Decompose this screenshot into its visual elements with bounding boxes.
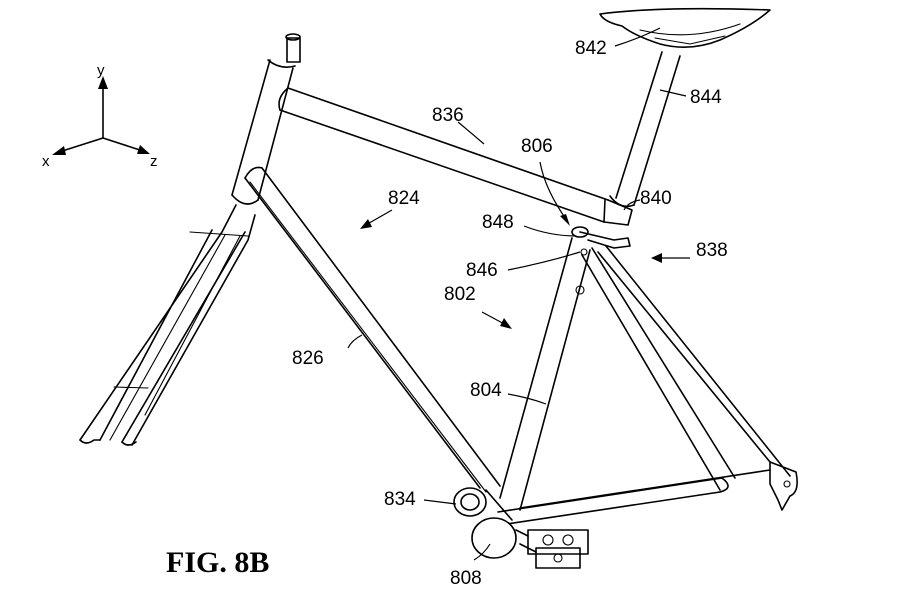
label-826: 826 [292,348,324,369]
reference-labels: 842 844 836 806 840 824 848 838 846 802 … [292,38,728,589]
label-846: 846 [466,260,498,281]
region-arrows [360,209,690,329]
head-tube [231,33,301,205]
label-808: 808 [450,568,482,589]
label-840: 840 [640,188,672,209]
label-838: 838 [696,240,728,261]
seat-post [603,51,681,226]
seat-clamp [571,226,631,295]
label-844: 844 [690,87,722,108]
saddle [599,7,771,48]
figure-title: FIG. 8B [166,546,269,579]
label-802: 802 [444,284,476,305]
label-842: 842 [575,38,607,59]
rear-dropout [769,461,798,511]
label-836: 836 [432,105,464,126]
chain-stays [497,469,771,526]
label-806: 806 [521,136,553,157]
crank-mechanism [515,529,589,569]
seat-stays [581,245,791,491]
down-tube [244,166,501,493]
label-804: 804 [470,380,502,401]
front-fork [79,204,256,446]
bottom-bracket [453,487,517,559]
axis-label-y: y [97,62,105,79]
leader-lines [347,27,687,561]
label-824: 824 [388,188,420,209]
label-834: 834 [384,489,416,510]
axis-label-z: z [150,153,158,170]
axis-label-x: x [42,153,50,170]
coordinate-axes: y x z [42,62,158,170]
seat-tube [499,199,606,511]
top-tube [278,87,609,223]
label-848: 848 [482,212,514,233]
